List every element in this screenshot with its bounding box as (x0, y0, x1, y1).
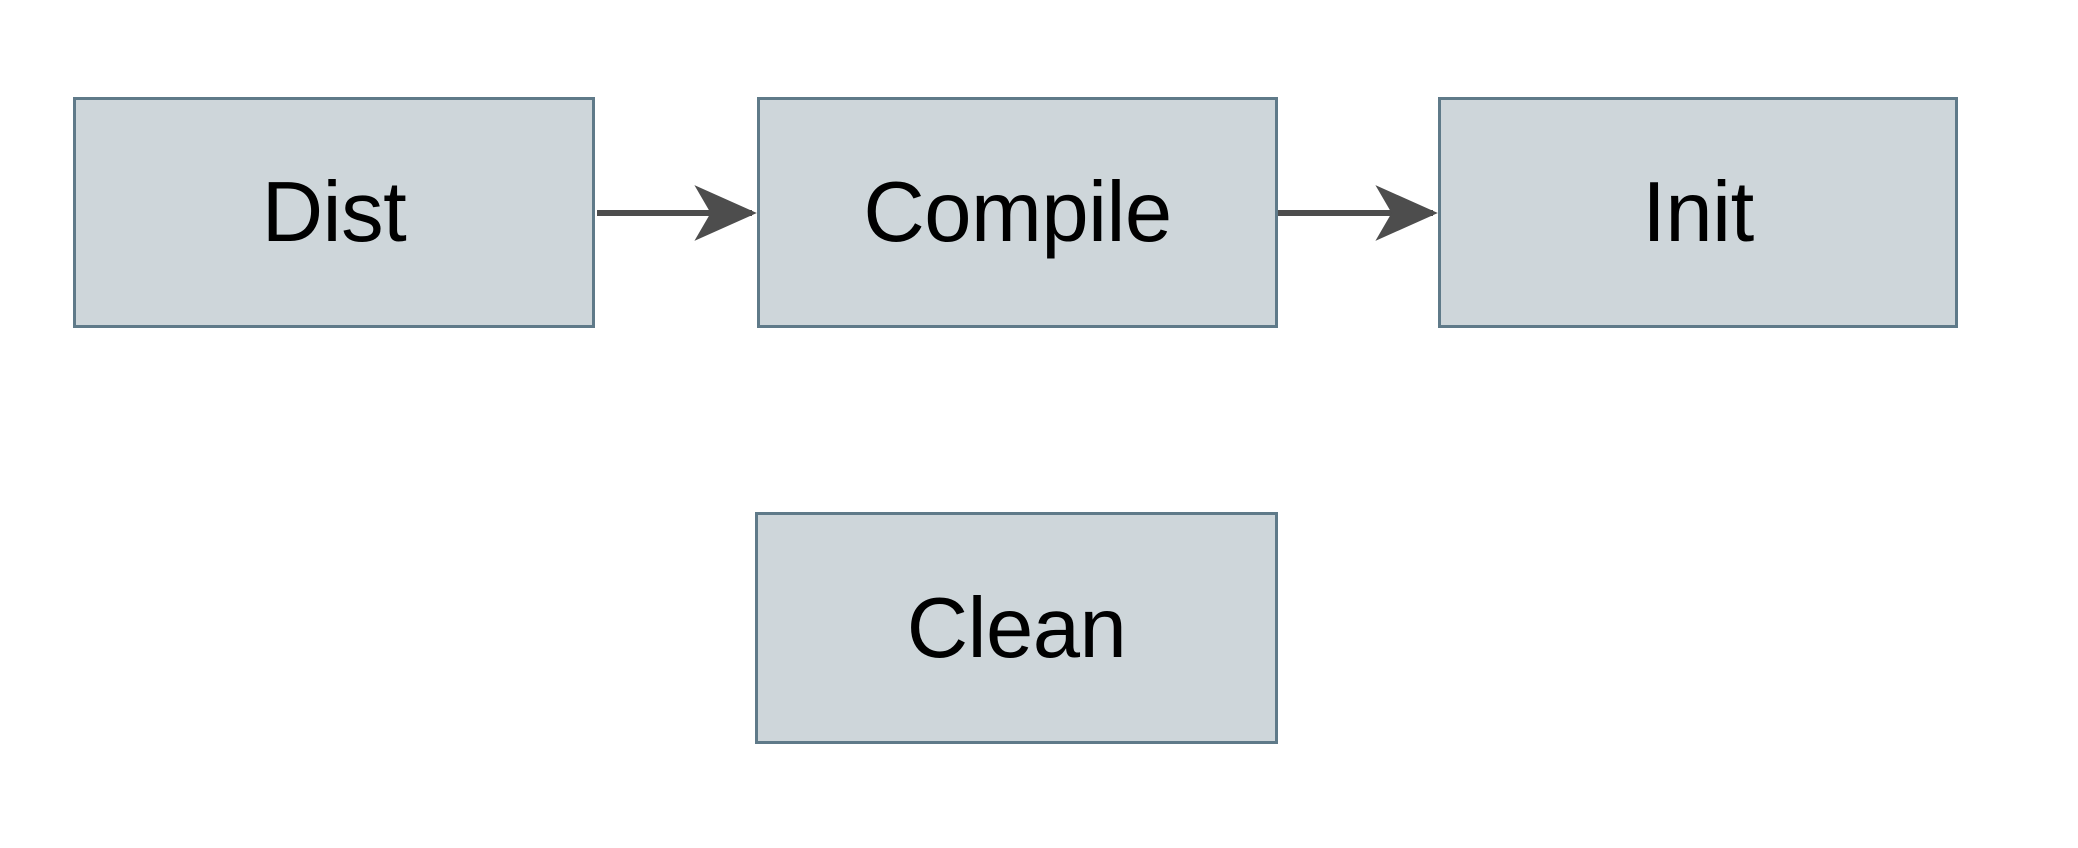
node-clean[interactable]: Clean (755, 512, 1278, 744)
node-init[interactable]: Init (1438, 97, 1958, 328)
node-dist[interactable]: Dist (73, 97, 595, 328)
node-init-label: Init (1642, 165, 1754, 260)
node-dist-label: Dist (261, 165, 407, 260)
edge-compile-to-init-hitbox[interactable] (1276, 193, 1440, 233)
node-clean-label: Clean (906, 580, 1127, 676)
edge-dist-to-compile-hitbox[interactable] (595, 193, 759, 233)
node-compile-label: Compile (863, 165, 1172, 260)
node-compile[interactable]: Compile (757, 97, 1278, 328)
